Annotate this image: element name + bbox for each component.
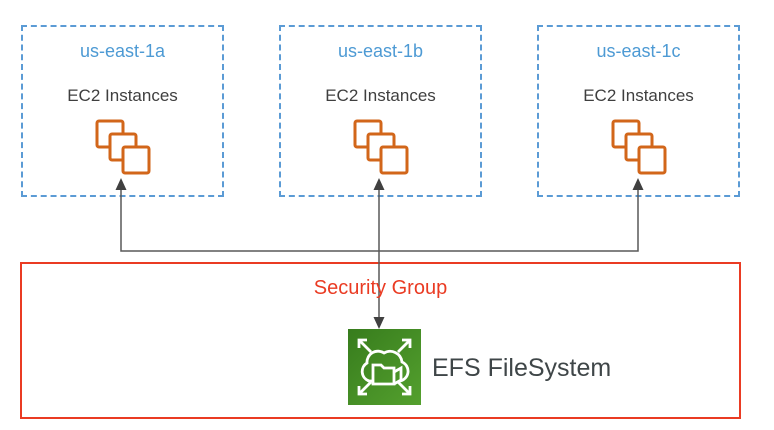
az-box-us-east-1a: us-east-1a EC2 Instances <box>21 25 224 197</box>
efs-filesystem-icon <box>348 329 421 405</box>
ec2-instances-icon <box>353 119 408 175</box>
az-title: us-east-1c <box>596 41 681 61</box>
az-box-us-east-1c: us-east-1c EC2 Instances <box>537 25 740 197</box>
security-group-label: Security Group <box>313 277 448 299</box>
efs-filesystem-label: EFS FileSystem <box>432 354 612 382</box>
az-box-us-east-1b: us-east-1b EC2 Instances <box>279 25 482 197</box>
ec2-instances-label: EC2 Instances <box>583 86 694 105</box>
ec2-instances-label: EC2 Instances <box>325 86 436 105</box>
ec2-instances-icon <box>95 119 150 175</box>
az-title: us-east-1b <box>337 41 424 61</box>
security-group-box <box>20 262 741 419</box>
ec2-instances-label: EC2 Instances <box>67 86 178 105</box>
az-title: us-east-1a <box>79 41 166 61</box>
ec2-instances-icon <box>611 119 666 175</box>
